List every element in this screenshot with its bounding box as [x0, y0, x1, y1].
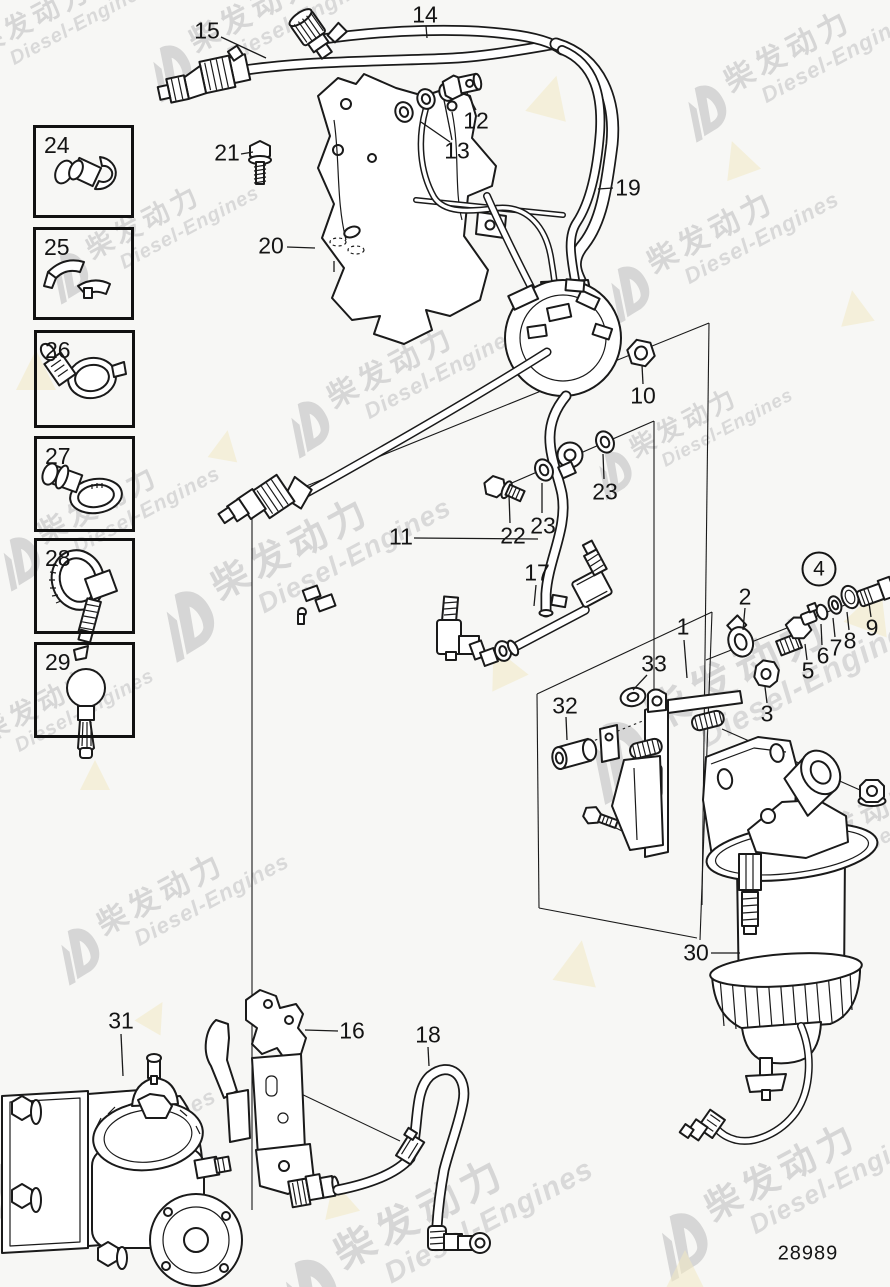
callout-8: 8	[843, 627, 857, 654]
elbow-fitting-art	[436, 595, 499, 667]
diesel-engines-logo-icon	[688, 85, 727, 143]
thumbnail-box-29: 29	[34, 642, 135, 738]
flange-nut-art	[857, 779, 887, 807]
thumbnail-box-24: 24	[33, 125, 134, 218]
callout-9: 9	[865, 614, 879, 641]
callout-18: 18	[415, 1021, 441, 1048]
diesel-engines-logo-icon	[166, 591, 215, 663]
callout-11: 11	[389, 523, 413, 550]
clamp-25-art	[43, 259, 111, 299]
callout-21: 21	[214, 139, 240, 166]
diesel-engines-logo-icon	[291, 401, 330, 459]
thumbnail-box-27: 27	[34, 436, 135, 532]
top-connector-art	[288, 8, 348, 60]
thumbnail-label-29: 29	[45, 649, 71, 675]
callout-23: 23	[530, 512, 556, 539]
quick-connector-art	[217, 473, 313, 525]
clamp-26-art	[39, 342, 127, 400]
callout-14: 14	[412, 1, 438, 28]
callout-16: 16	[339, 1017, 365, 1044]
thumbnail-label-25: 25	[44, 234, 70, 260]
callout-3: 3	[760, 700, 774, 727]
fittings-group-art	[726, 575, 890, 807]
callout-32: 32	[552, 692, 578, 719]
diesel-engines-logo-icon	[3, 537, 40, 592]
callout-31: 31	[108, 1007, 134, 1034]
clamp-24-art	[54, 156, 117, 191]
diesel-engines-logo-icon	[61, 928, 100, 986]
callout-10: 10	[630, 382, 656, 409]
callout-17: 17	[524, 559, 550, 586]
callout-19: 19	[615, 174, 641, 201]
fuel-line-11-art	[298, 347, 572, 618]
hose-18-art	[287, 1064, 491, 1254]
flange-assembly-art	[504, 278, 622, 397]
clamp-27-art	[41, 462, 123, 515]
banjo-group-art	[483, 338, 656, 503]
callout-6: 6	[816, 642, 830, 669]
watermark-triangle	[665, 1250, 705, 1287]
callout-12: 12	[463, 107, 489, 134]
diesel-engines-logo-icon	[285, 1259, 338, 1287]
diesel-engines-logo-icon	[611, 266, 650, 324]
pipe-17-art	[493, 539, 613, 662]
callout-30: 30	[683, 939, 709, 966]
thumbnail-box-28: 28	[34, 538, 135, 634]
thumbnail-label-24: 24	[44, 132, 70, 158]
thumbnail-box-25: 25	[33, 227, 134, 320]
callout-4-circled: 4	[801, 551, 837, 587]
callout-5: 5	[801, 657, 815, 684]
thumbnail-box-26: 26	[34, 330, 135, 428]
callout-33: 33	[641, 650, 667, 677]
callout-23: 23	[592, 478, 618, 505]
callout-13: 13	[444, 137, 470, 164]
thumbnail-label-28: 28	[45, 545, 71, 571]
clamp-29-art	[66, 645, 106, 759]
bolt-21-art	[248, 140, 272, 185]
callout-7: 7	[829, 634, 843, 661]
callout-22: 22	[500, 522, 526, 549]
callout-20: 20	[258, 232, 284, 259]
thumbnail-label-27: 27	[45, 443, 71, 469]
fuel-filter-art	[678, 749, 879, 1145]
callout-15: 15	[194, 17, 220, 44]
pump-31-art	[1, 1053, 243, 1287]
small-clips-art	[297, 584, 337, 625]
drawing-number: 28989	[777, 1242, 839, 1265]
callout-1: 1	[676, 613, 690, 640]
thumbnail-label-26: 26	[45, 337, 71, 363]
banjo-screw-12-art	[441, 72, 483, 101]
callout-2: 2	[738, 583, 752, 610]
watermark-triangle	[80, 760, 110, 790]
